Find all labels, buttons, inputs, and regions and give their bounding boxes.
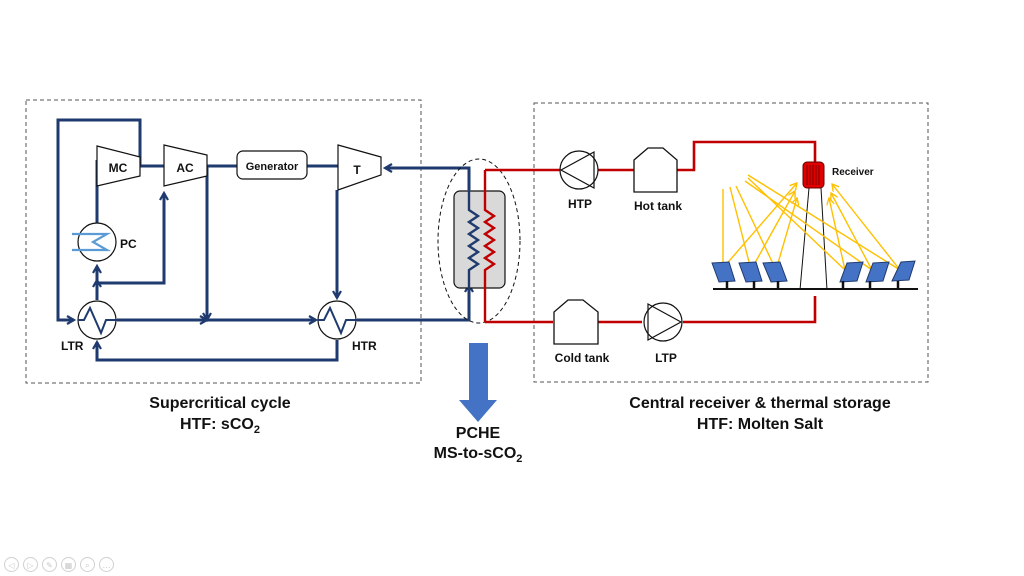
sun-rays bbox=[722, 174, 901, 271]
solar-boundary bbox=[533, 102, 929, 383]
receiver[interactable] bbox=[802, 161, 825, 189]
heliostat bbox=[762, 261, 788, 289]
pche-output-arrow bbox=[459, 343, 497, 422]
slides-icon[interactable]: ▦ bbox=[61, 557, 76, 572]
aux-compressor-label: AC bbox=[176, 161, 194, 175]
more-icon[interactable]: … bbox=[99, 557, 114, 572]
htp-pump[interactable] bbox=[559, 150, 599, 190]
pump-triangle-icon bbox=[647, 302, 683, 342]
cooler-coil-icon bbox=[72, 232, 112, 252]
sco2-cycle-title: Supercritical cycle bbox=[149, 395, 291, 412]
solar-title: Central receiver & thermal storage bbox=[629, 395, 891, 412]
main-compressor-label: MC bbox=[109, 161, 128, 175]
turbine-label: T bbox=[353, 163, 361, 177]
ltr-label: LTR bbox=[61, 339, 84, 353]
generator-box[interactable] bbox=[236, 150, 308, 180]
pche-subtitle: MS-to-sCO2 bbox=[433, 445, 523, 466]
heliostat bbox=[891, 260, 916, 289]
next-icon[interactable]: ▷ bbox=[23, 557, 38, 572]
pche-caption: PCHE MS-to-sCO2 bbox=[408, 425, 548, 465]
heliostat bbox=[711, 261, 736, 289]
heat-exchange-zigzag-icon bbox=[318, 305, 357, 336]
cold-tank-shape[interactable] bbox=[553, 299, 599, 345]
pche-salt-coil bbox=[482, 170, 497, 322]
receiver-label: Receiver bbox=[832, 167, 874, 178]
hot-tank-label: Hot tank bbox=[634, 199, 682, 213]
main-compressor-shape[interactable] bbox=[96, 145, 141, 187]
sco2-cycle-boundary bbox=[25, 99, 422, 384]
slideshow-toolbar: ◁ ▷ ✎ ▦ ⌕ … bbox=[4, 557, 114, 572]
pche-body[interactable] bbox=[453, 190, 506, 289]
solar-htf: HTF: Molten Salt bbox=[696, 416, 824, 433]
sco2-cycle-caption: Supercritical cycle HTF: sCO2 bbox=[120, 395, 320, 436]
precooler-label: PC bbox=[120, 237, 137, 251]
pump-triangle-icon bbox=[559, 150, 595, 190]
generator-label: Generator bbox=[246, 161, 299, 173]
previous-icon[interactable]: ◁ bbox=[4, 557, 19, 572]
ltp-pump[interactable] bbox=[643, 302, 683, 342]
htp-label: HTP bbox=[568, 197, 592, 211]
ltr-recuperator[interactable] bbox=[77, 300, 117, 340]
salt-piping bbox=[485, 140, 817, 324]
turbine-shape[interactable] bbox=[337, 144, 382, 191]
aux-compressor-shape[interactable] bbox=[163, 144, 208, 187]
heliostat bbox=[865, 261, 890, 289]
heliostat bbox=[738, 261, 763, 289]
hot-tank-shape[interactable] bbox=[633, 147, 678, 193]
pche-boundary bbox=[437, 158, 521, 324]
htr-label: HTR bbox=[352, 339, 377, 353]
sco2-cycle-htf: HTF: sCO2 bbox=[180, 416, 260, 437]
ltp-label: LTP bbox=[655, 351, 677, 365]
receiver-tower bbox=[799, 187, 828, 291]
solar-caption: Central receiver & thermal storage HTF: … bbox=[580, 395, 940, 434]
cold-tank-label: Cold tank bbox=[555, 351, 610, 365]
pen-icon[interactable]: ✎ bbox=[42, 557, 57, 572]
pche-title: PCHE bbox=[455, 425, 501, 442]
heliostats bbox=[711, 260, 916, 289]
htr-recuperator[interactable] bbox=[317, 300, 357, 340]
heat-exchange-zigzag-icon bbox=[78, 305, 117, 336]
heliostat bbox=[839, 261, 864, 289]
pche-sco2-coil bbox=[466, 168, 481, 290]
zoom-icon[interactable]: ⌕ bbox=[80, 557, 95, 572]
precooler[interactable] bbox=[72, 222, 117, 262]
